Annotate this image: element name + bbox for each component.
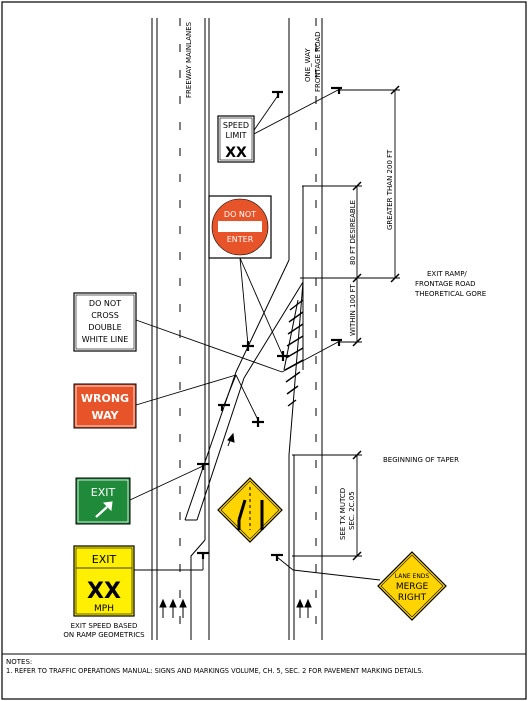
speed-limit-value: XX [225,145,247,161]
wrong-way-sign: WRONG WAY [73,383,137,429]
freeway-lines [151,18,210,640]
do-not-cross-sign: DO NOT CROSS DOUBLE WHITE LINE [73,292,137,352]
exit-guide-label: EXIT [91,486,116,499]
frontage-lines [288,18,323,640]
dim-desireable: 80 FT DESIREABLE [349,200,357,265]
sign-leaders [129,89,381,581]
freeway-label: FREEWAY MAINLANES [185,21,193,98]
dnc-line-2: CROSS [91,311,119,320]
gore-label-1: EXIT RAMP/ [427,270,467,278]
speed-limit-sign: SPEED LIMIT XX [217,115,255,163]
dnc-line-1: DO NOT [89,299,121,308]
do-not-enter-sign: DO NOT ENTER [208,195,272,259]
merge-warning-sign [217,477,283,543]
frontage-label-2: FRONTAGE ROAD [314,31,322,92]
dimension-ticks [352,85,400,561]
exit-speed-unit: MPH [94,604,114,614]
notes-line-1: 1. REFER TO TRAFFIC OPERATIONS MANUAL: S… [6,667,424,675]
exit-speed-top: EXIT [92,553,117,566]
lane-merge-icon [237,487,264,530]
dne-bottom: ENTER [227,235,254,244]
dne-top: DO NOT [224,210,256,219]
sign-posts [197,86,342,561]
exit-guide-sign: EXIT [75,477,131,525]
frontage-label-1: ONE_WAY [304,48,312,82]
dim-mutcd-1: SEE TX MUTCD [339,488,347,540]
exit-arrow-icon [95,501,113,518]
gore-label-3: THEORETICAL GORE [414,290,486,298]
wrong-way-line1: WRONG [81,392,129,405]
exit-speed-note-2: ON RAMP GEOMETRICS [63,631,145,639]
dim-mutcd-2: SEC. 2C.05 [348,491,356,530]
dim-within: WITHIN 100 FT [349,283,357,336]
dim-greater-than: GREATER THAN 200 FT [386,149,394,230]
speed-limit-line2: LIMIT [226,131,247,140]
speed-limit-line1: SPEED [223,121,249,130]
lane-ends-line3: RIGHT [398,593,427,603]
gore-label-2: FRONTAGE ROAD [415,280,476,288]
exit-speed-note-1: EXIT SPEED BASED [71,622,138,630]
lane-arrows [159,432,312,618]
wrong-way-line2: WAY [91,409,119,422]
lane-ends-sign: LANE ENDS MERGE RIGHT [377,551,447,621]
lane-ends-line2: MERGE [396,582,429,592]
dnc-line-3: DOUBLE [88,323,121,332]
exit-speed-value: XX [87,579,121,604]
taper-label: BEGINNING OF TAPER [383,456,459,464]
dimension-lines [292,89,400,557]
lane-ends-line1: LANE ENDS [395,573,430,580]
notes-title: NOTES: [6,658,32,666]
exit-speed-sign: EXIT XX MPH [73,545,135,617]
dnc-line-4: WHITE LINE [82,335,129,344]
